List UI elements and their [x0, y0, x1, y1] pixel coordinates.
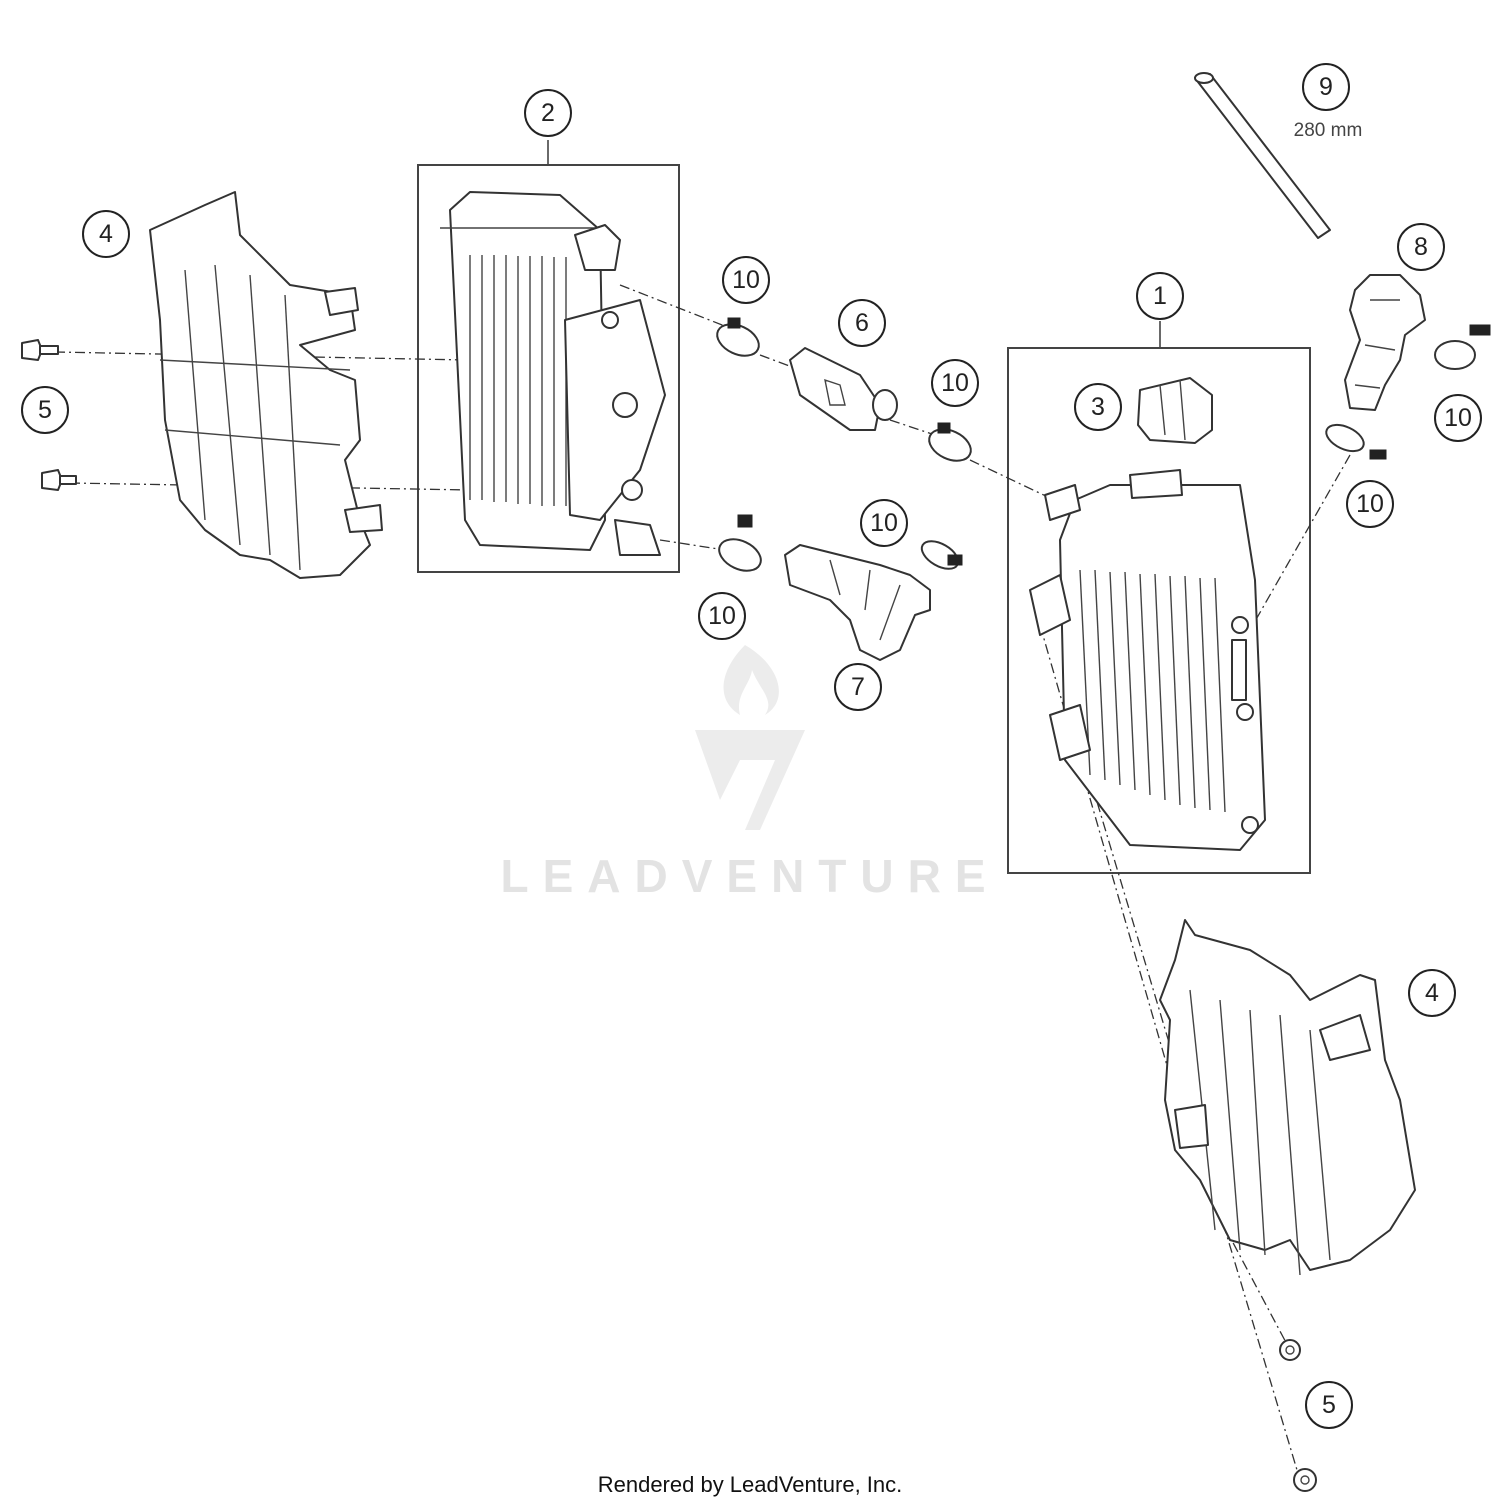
callout-10-a-label: 10: [732, 266, 760, 294]
callout-9: 9: [1302, 63, 1350, 111]
thermostat: [789, 347, 898, 431]
callout-7-label: 7: [851, 673, 865, 701]
hose-lower: [784, 544, 931, 661]
screw-upper-left: [21, 339, 59, 361]
screw-upper-right: [1279, 1339, 1301, 1361]
callout-3-label: 3: [1091, 393, 1105, 421]
clamp-middle: [928, 422, 972, 462]
callout-10-b-label: 10: [941, 369, 969, 397]
callout-5-right-label: 5: [1322, 1391, 1336, 1419]
radiator-shroud-right: [1159, 919, 1416, 1276]
radiator-right: [1029, 469, 1266, 851]
radiator-shroud-left: [149, 191, 383, 579]
screw-lower-left: [41, 469, 77, 491]
callout-3: 3: [1074, 383, 1122, 431]
clamp-lower-hose: [920, 540, 963, 570]
callout-2: 2: [524, 89, 572, 137]
screw-lower-right: [1293, 1468, 1317, 1492]
callout-4-left-label: 4: [99, 220, 113, 248]
radiator-1-frame: [1007, 347, 1311, 874]
clamp-upper-left: [716, 317, 760, 357]
clamp-upper-hose: [1434, 324, 1491, 370]
callout-6-label: 6: [855, 309, 869, 337]
footer-credit: Rendered by LeadVenture, Inc.: [597, 1472, 903, 1497]
callout-6: 6: [838, 299, 886, 347]
callout-4-right: 4: [1408, 969, 1456, 1017]
radiator-cap: [1137, 377, 1213, 444]
hose-tube-9: [1194, 72, 1331, 239]
watermark-logo: LEADVENTURE: [500, 645, 999, 902]
callout-10-f: 10: [1434, 394, 1482, 442]
callout-7: 7: [834, 663, 882, 711]
watermark-text: LEADVENTURE: [500, 850, 999, 902]
callout-10-d-label: 10: [708, 602, 736, 630]
callout-10-e: 10: [1346, 480, 1394, 528]
hose-9-length-label: 280 mm: [1294, 120, 1363, 141]
callout-4-left: 4: [82, 210, 130, 258]
callout-5-left-label: 5: [38, 396, 52, 424]
callout-4-right-label: 4: [1425, 979, 1439, 1007]
callout-5-left: 5: [21, 386, 69, 434]
callout-10-b: 10: [931, 359, 979, 407]
callout-10-a: 10: [722, 256, 770, 304]
callout-1-label: 1: [1153, 282, 1167, 310]
callout-1: 1: [1136, 272, 1184, 320]
callout-10-c: 10: [860, 499, 908, 547]
callout-8-label: 8: [1414, 233, 1428, 261]
hose-upper: [1344, 274, 1426, 411]
radiator-left: [440, 191, 666, 556]
callout-10-d: 10: [698, 592, 746, 640]
callout-2-label: 2: [541, 99, 555, 127]
callout-10-f-label: 10: [1444, 404, 1472, 432]
callout-5-right: 5: [1305, 1381, 1353, 1429]
clamp-right-radiator: [1325, 423, 1387, 460]
callout-10-e-label: 10: [1356, 490, 1384, 518]
clamp-lower-left: [718, 514, 762, 572]
callout-9-label: 9: [1319, 73, 1333, 101]
callout-10-c-label: 10: [870, 509, 898, 537]
callout-8: 8: [1397, 223, 1445, 271]
